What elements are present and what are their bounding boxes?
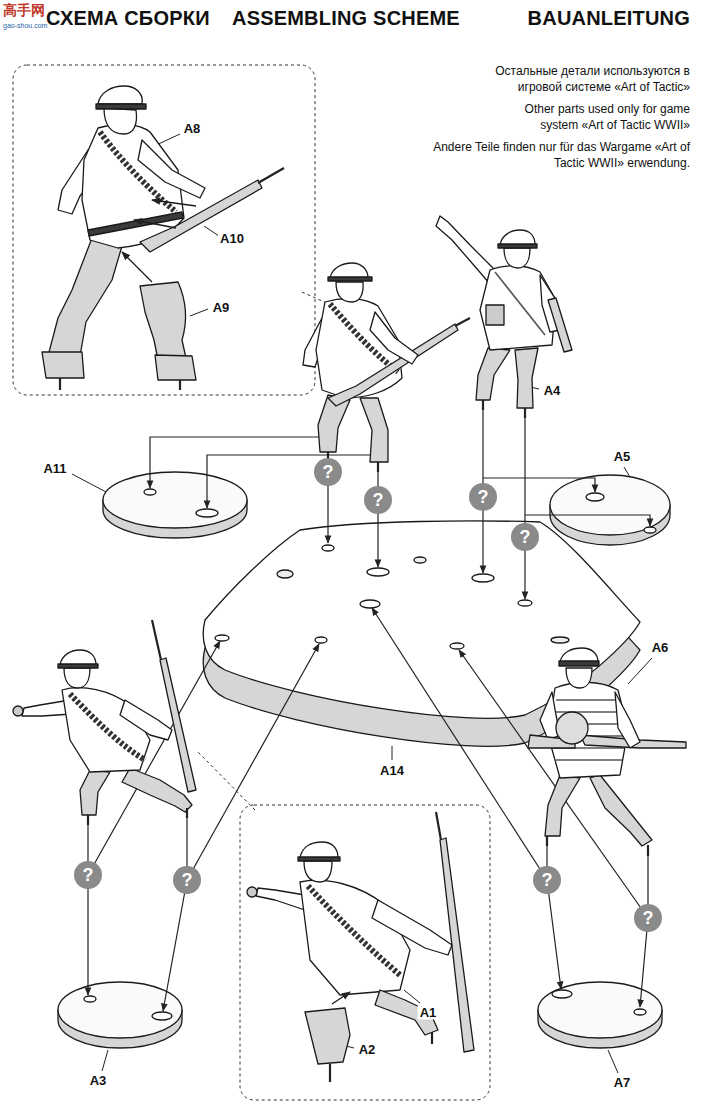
question-marker: ? <box>511 523 539 551</box>
question-mark: ? <box>373 491 384 509</box>
note-text: Остальные детали используются в игровой … <box>480 64 690 95</box>
soldier-figure <box>303 263 470 472</box>
note-text: Andere Teile finden nur für das Wargame … <box>420 140 690 171</box>
soldier-figure <box>436 216 572 418</box>
sailor-figure <box>528 648 686 856</box>
assembly-lines <box>88 410 650 1011</box>
watermark: 高手网 <box>3 2 45 20</box>
question-marker: ? <box>173 866 201 894</box>
soldier-figure <box>247 812 474 1082</box>
soldier-figure <box>42 86 284 390</box>
part-label: A2 <box>357 1042 378 1057</box>
callout-frame <box>13 65 315 395</box>
question-mark: ? <box>182 871 193 889</box>
part-label: A11 <box>41 461 68 476</box>
soldier-figure <box>13 620 196 825</box>
watermark: gao-shou.com <box>3 22 47 29</box>
question-marker: ? <box>533 866 561 894</box>
question-mark: ? <box>520 528 531 546</box>
question-mark: ? <box>83 866 94 884</box>
part-label: A7 <box>612 1075 633 1090</box>
question-mark: ? <box>323 463 334 481</box>
question-mark: ? <box>542 871 553 889</box>
part-label: A8 <box>182 121 203 136</box>
note-text: Other parts used only for game system «A… <box>500 102 690 133</box>
part-label: A10 <box>218 231 246 246</box>
part-label: A3 <box>88 1073 109 1088</box>
part-label: A14 <box>378 763 406 778</box>
question-marker: ? <box>469 483 497 511</box>
question-marker: ? <box>364 486 392 514</box>
part-label: A9 <box>211 300 232 315</box>
question-marker: ? <box>314 458 342 486</box>
part-label: A4 <box>542 383 563 398</box>
leader-lines <box>72 134 652 1073</box>
part-label: A5 <box>612 449 633 464</box>
question-marker: ? <box>634 904 662 932</box>
heading: BAUANLEITUNG <box>528 7 690 30</box>
question-mark: ? <box>478 488 489 506</box>
heading: ASSEMBLING SCHEME <box>232 7 460 30</box>
part-label: A6 <box>650 640 671 655</box>
callout-frame <box>240 805 490 1100</box>
base-plates <box>58 472 670 1048</box>
heading: СХЕМА СБОРКИ <box>46 7 210 30</box>
part-label: A1 <box>418 1005 439 1020</box>
question-mark: ? <box>643 909 654 927</box>
question-marker: ? <box>74 861 102 889</box>
